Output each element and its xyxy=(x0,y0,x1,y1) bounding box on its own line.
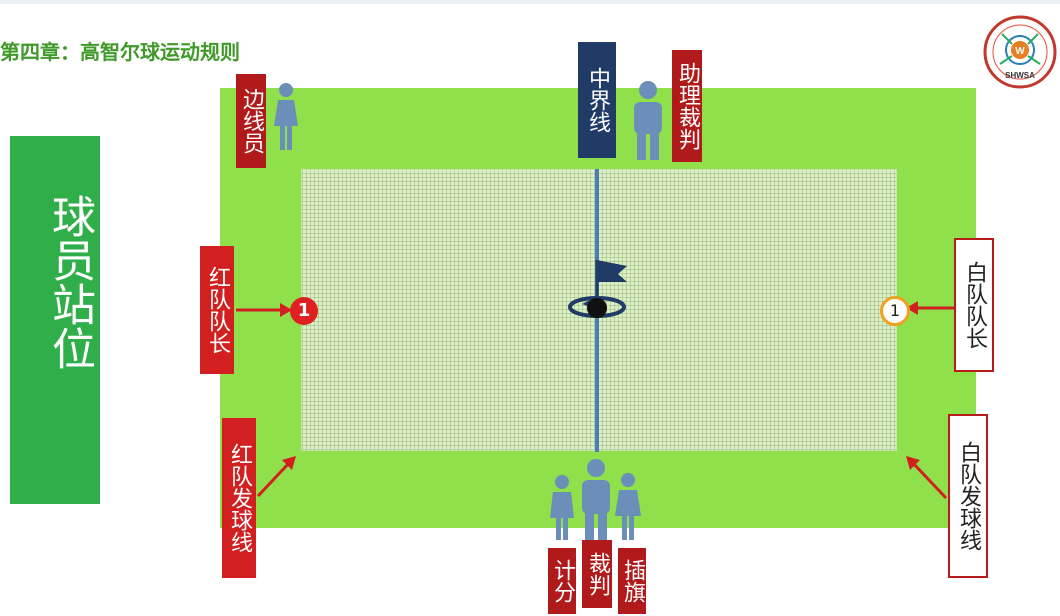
white-captain-marker: 1 xyxy=(880,296,910,326)
logo-text: SHWSA xyxy=(1005,71,1035,80)
white-serve-line-arrow xyxy=(906,456,948,500)
player-positions-label: 球员站位 xyxy=(44,194,95,370)
flag-planter-label: 插旗 xyxy=(618,548,646,614)
white-captain-label: 白队队长 xyxy=(954,238,994,372)
referee-label: 裁判 xyxy=(582,540,612,608)
line-judge-icon xyxy=(274,83,298,150)
white-serve-line-label: 白队发球线 xyxy=(948,414,988,578)
line-judge-label: 边线员 xyxy=(236,74,266,168)
page-title: 第四章：高智尔球运动规则 xyxy=(0,40,240,64)
officials-group-icon xyxy=(550,459,641,542)
midline-label: 中界线 xyxy=(578,42,616,158)
scorer-label: 计分 xyxy=(548,548,576,614)
red-captain-label: 红队队长 xyxy=(200,246,234,374)
assistant-referee-icon xyxy=(634,81,662,160)
goal-target xyxy=(568,260,627,318)
red-captain-marker: 1 xyxy=(290,297,318,325)
top-divider xyxy=(0,0,1060,4)
flag-icon xyxy=(597,260,627,282)
shwsa-logo: W SHWSA xyxy=(983,15,1057,89)
svg-text:W: W xyxy=(1015,46,1025,57)
red-serve-line-label: 红队发球线 xyxy=(222,418,256,578)
red-serve-line-arrow xyxy=(256,456,296,498)
red-captain-arrow xyxy=(236,303,292,317)
player-positions-panel: 球员站位 xyxy=(10,136,100,504)
white-captain-arrow xyxy=(906,301,954,315)
assistant-referee-label: 助理裁判 xyxy=(672,50,702,162)
